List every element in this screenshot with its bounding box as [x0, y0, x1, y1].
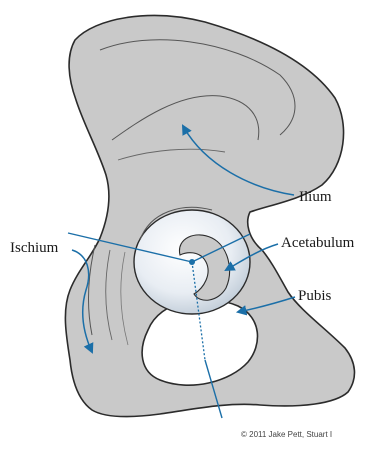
- ischium-label: Ischium: [10, 241, 58, 256]
- acetabulum-label: Acetabulum: [281, 236, 354, 251]
- triradiate-center-dot: [189, 259, 195, 265]
- ilium-label: Ilium: [299, 190, 332, 205]
- pubis-label: Pubis: [298, 289, 331, 304]
- copyright-notice: © 2011 Jake Pett, Stuart I: [241, 431, 332, 439]
